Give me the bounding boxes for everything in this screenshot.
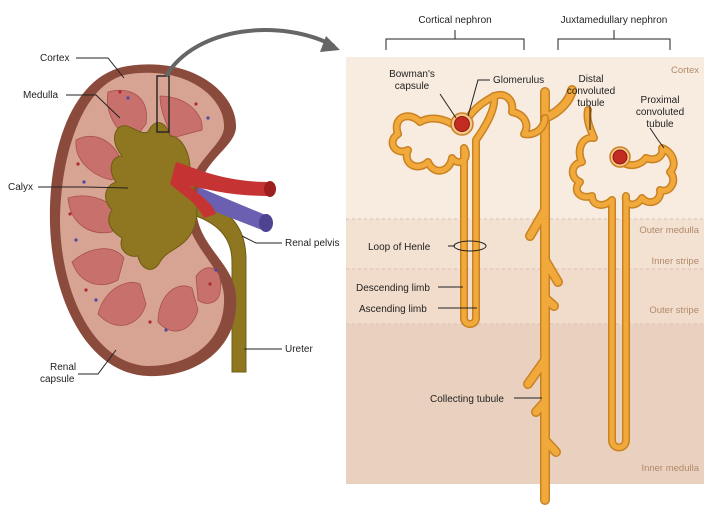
zoom-arrow [164,28,335,78]
label-ascending-limb: Ascending limb [359,304,427,315]
cortical-nephron [388,91,549,328]
label-renal-capsule-line2: capsule [40,374,75,385]
header-juxtamedullary-nephron: Juxtamedullary nephron [561,15,668,26]
kidney-leaders [38,57,282,375]
label-ureter: Ureter [285,344,313,355]
label-renal-pelvis: Renal pelvis [285,238,339,249]
juxta-glomerulus [612,149,628,165]
label-proximal-line2: convoluted [636,107,684,118]
label-proximal-line3: tubule [646,119,674,130]
zoom-arrow-head [320,36,340,52]
renal-artery [170,162,270,218]
zone-outer-stripe [346,269,704,324]
label-loop-of-henle: Loop of Henle [368,242,431,253]
renal-vein [190,186,268,230]
zone-label-inner-medulla: Inner medulla [641,463,699,474]
header-cortical-nephron: Cortical nephron [418,15,491,26]
kidney-illustration [49,28,340,377]
label-renal-capsule-line1: Renal [50,362,76,373]
label-bowmans-line1: Bowman's [389,69,435,80]
label-cortex: Cortex [40,53,69,64]
label-calyx: Calyx [8,182,33,193]
label-glomerulus: Glomerulus [493,75,544,86]
zone-label-cortex: Cortex [671,65,699,76]
nephron-leaders [438,79,665,399]
label-distal-line1: Distal [578,74,603,85]
zone-inner-medulla [346,324,704,484]
juxtamedullary-nephron [568,106,678,452]
label-distal-line3: tubule [577,98,605,109]
vessel-dots [68,90,218,332]
nephron-panel [346,57,704,484]
zone-label-outer-stripe: Outer stripe [649,305,699,316]
zone-label-inner-stripe: Inner stripe [651,256,699,267]
artery-opening [264,181,276,197]
vein-opening [259,214,273,232]
cortical-glomerulus [454,116,470,132]
zone-inner-stripe [346,219,704,269]
nephron-header-brackets [385,30,671,50]
label-descending-limb: Descending limb [356,283,430,294]
zone-label-outer-medulla: Outer medulla [639,225,699,236]
label-collecting-tubule: Collecting tubule [430,394,504,405]
label-bowmans-line2: capsule [395,81,430,92]
label-distal-line2: convoluted [567,86,615,97]
label-medulla: Medulla [23,90,58,101]
label-proximal-line1: Proximal [641,95,680,106]
zoom-indicator [156,75,170,133]
